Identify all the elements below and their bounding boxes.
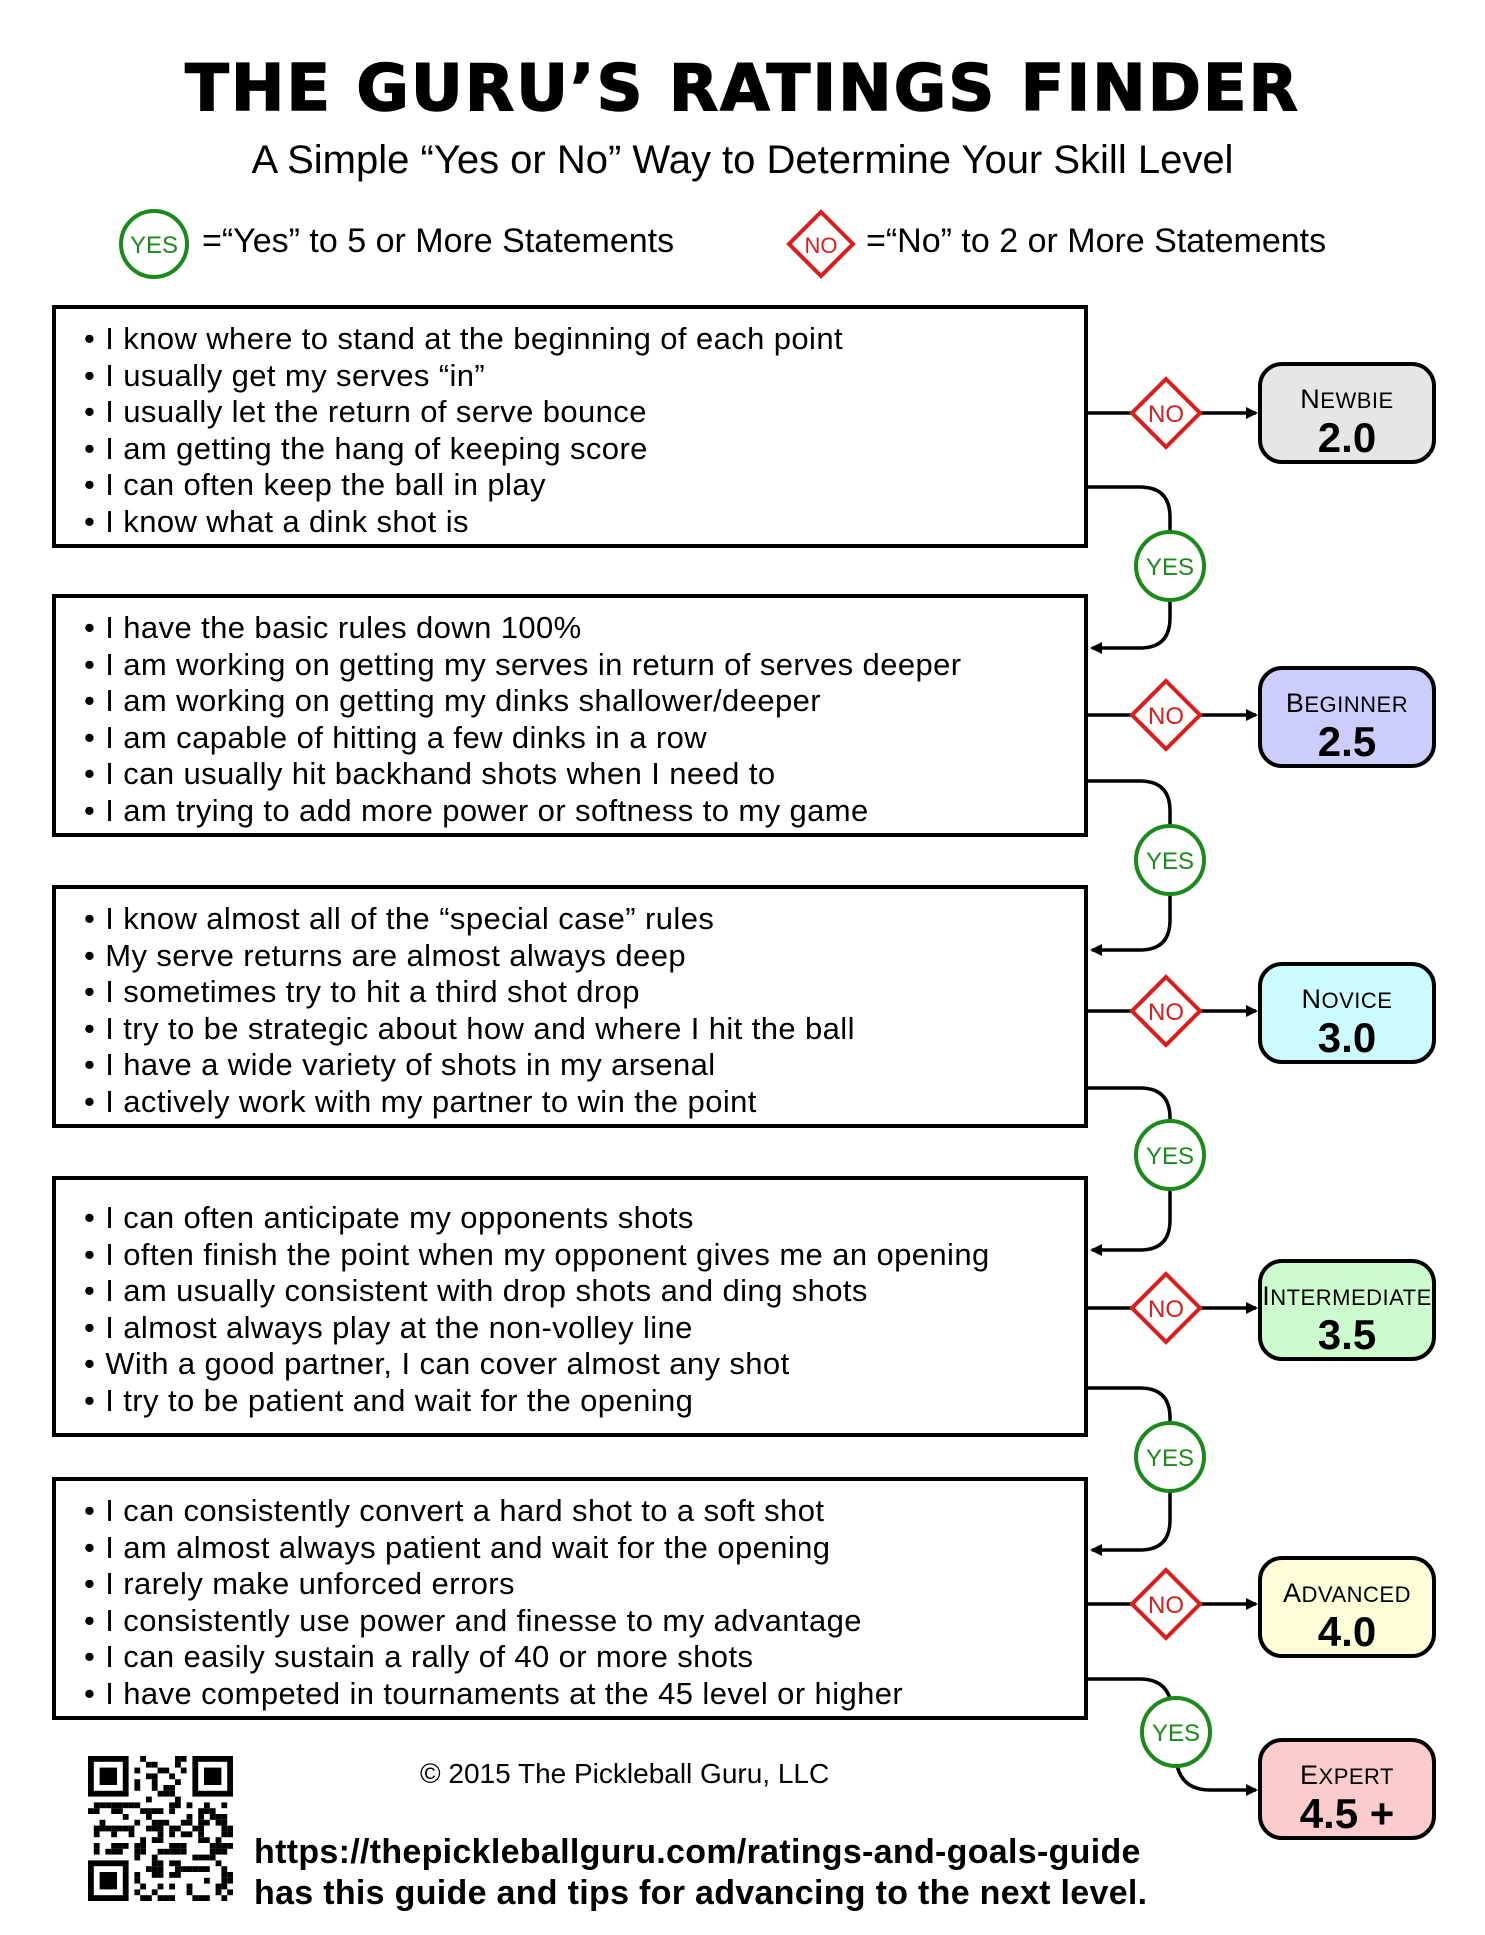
statement-box-3: I know almost all of the “special case” … [52,885,1088,1128]
page-subtitle: A Simple “Yes or No” Way to Determine Yo… [251,138,1234,182]
level-name: Novice [1301,984,1393,1014]
level-name: Expert [1300,1760,1394,1790]
statement: I have the basic rules down 100% [84,610,1084,647]
legend-yes-badge: YES [130,232,178,259]
statement: I sometimes try to hit a third shot drop [84,974,1084,1011]
statement-box-1: I know where to stand at the beginning o… [52,305,1088,548]
no-badge-icon: NO [1129,974,1203,1048]
guide-link-text: https://thepickleballguru.com/ratings-an… [254,1832,1147,1914]
no-badge-icon: NO [1129,678,1203,752]
legend-no-badge: NO [805,233,838,258]
yes-badge-icon: YES [1140,1696,1212,1768]
yes-badge-icon: YES [1134,530,1206,602]
statement: I am capable of hitting a few dinks in a… [84,720,1084,757]
statement: I am usually consistent with drop shots … [84,1273,1084,1310]
level-value: 2.0 [1317,414,1377,461]
statement: I am almost always patient and wait for … [84,1530,1084,1567]
no-badge-icon: NO [1129,1567,1203,1641]
no-label: NO [1148,1296,1184,1323]
statement: I am working on getting my serves in ret… [84,647,1084,684]
statement: I can often keep the ball in play [84,467,1084,504]
statement: I consistently use power and finesse to … [84,1603,1084,1640]
level-newbie: Newbie 2.0 [1258,362,1436,464]
no-label: NO [1148,703,1184,730]
statement-box-4: I can often anticipate my opponents shot… [52,1176,1088,1437]
level-intermediate: Intermediate 3.5 [1258,1259,1436,1361]
yes-label: YES [1146,1143,1194,1170]
statement: I know where to stand at the beginning o… [84,321,1084,358]
statement: My serve returns are almost always deep [84,938,1084,975]
copyright-text: © 2015 The Pickleball Guru, LLC [420,1758,830,1789]
level-value: 4.0 [1317,1608,1377,1655]
statement: I can often anticipate my opponents shot… [84,1200,1084,1237]
yes-label: YES [1152,1720,1200,1747]
no-label: NO [1148,401,1184,428]
level-advanced: Advanced 4.0 [1258,1556,1436,1658]
statement-box-2: I have the basic rules down 100% I am wo… [52,594,1088,837]
legend-no-text: =“No” to 2 or More Statements [866,222,1327,260]
statement: I am getting the hang of keeping score [84,431,1084,468]
statement: I am trying to add more power or softnes… [84,793,1084,830]
level-novice: Novice 3.0 [1258,962,1436,1064]
statement: I can usually hit backhand shots when I … [84,756,1084,793]
legend-yes-icon: YES [119,209,189,279]
level-name: Intermediate [1262,1281,1432,1311]
level-value: 2.5 [1317,718,1377,765]
yes-badge-icon: YES [1134,1119,1206,1191]
statement: I actively work with my partner to win t… [84,1084,1084,1121]
level-beginner: Beginner 2.5 [1258,666,1436,768]
statement: I am working on getting my dinks shallow… [84,683,1084,720]
level-name: Newbie [1300,384,1394,414]
guide-description: has this guide and tips for advancing to… [254,1874,1148,1912]
legend-no-icon: NO [786,209,856,279]
level-name: Advanced [1283,1578,1411,1608]
level-value: 3.0 [1317,1014,1377,1061]
yes-badge-icon: YES [1134,1421,1206,1493]
statement: With a good partner, I can cover almost … [84,1346,1084,1383]
yes-label: YES [1146,554,1194,581]
statement: I know what a dink shot is [84,504,1084,541]
legend-yes-text: =“Yes” to 5 or More Statements [202,222,675,260]
level-value: 3.5 [1317,1311,1377,1358]
yes-label: YES [1146,848,1194,875]
no-label: NO [1148,1592,1184,1619]
statement: I can easily sustain a rally of 40 or mo… [84,1639,1084,1676]
statement: I try to be patient and wait for the ope… [84,1383,1084,1420]
statement: I know almost all of the “special case” … [84,901,1084,938]
statement: I often finish the point when my opponen… [84,1237,1084,1274]
statement-box-5: I can consistently convert a hard shot t… [52,1477,1088,1720]
page-title: The Guru’s Ratings Finder [184,51,1300,127]
yes-label: YES [1146,1445,1194,1472]
no-badge-icon: NO [1129,1271,1203,1345]
no-label: NO [1148,999,1184,1026]
level-name: Beginner [1285,688,1409,718]
statement: I almost always play at the non-volley l… [84,1310,1084,1347]
level-expert: Expert 4.5 + [1258,1738,1436,1840]
no-badge-icon: NO [1129,376,1203,450]
statement: I rarely make unforced errors [84,1566,1084,1603]
statement: I try to be strategic about how and wher… [84,1011,1084,1048]
statement: I usually let the return of serve bounce [84,394,1084,431]
statement: I usually get my serves “in” [84,358,1084,395]
yes-badge-icon: YES [1134,824,1206,896]
statement: I have a wide variety of shots in my ars… [84,1047,1084,1084]
statement: I have competed in tournaments at the 45… [84,1676,1084,1713]
level-value: 4.5 + [1299,1790,1395,1837]
statement: I can consistently convert a hard shot t… [84,1493,1084,1530]
guide-url[interactable]: https://thepickleballguru.com/ratings-an… [254,1833,1141,1871]
